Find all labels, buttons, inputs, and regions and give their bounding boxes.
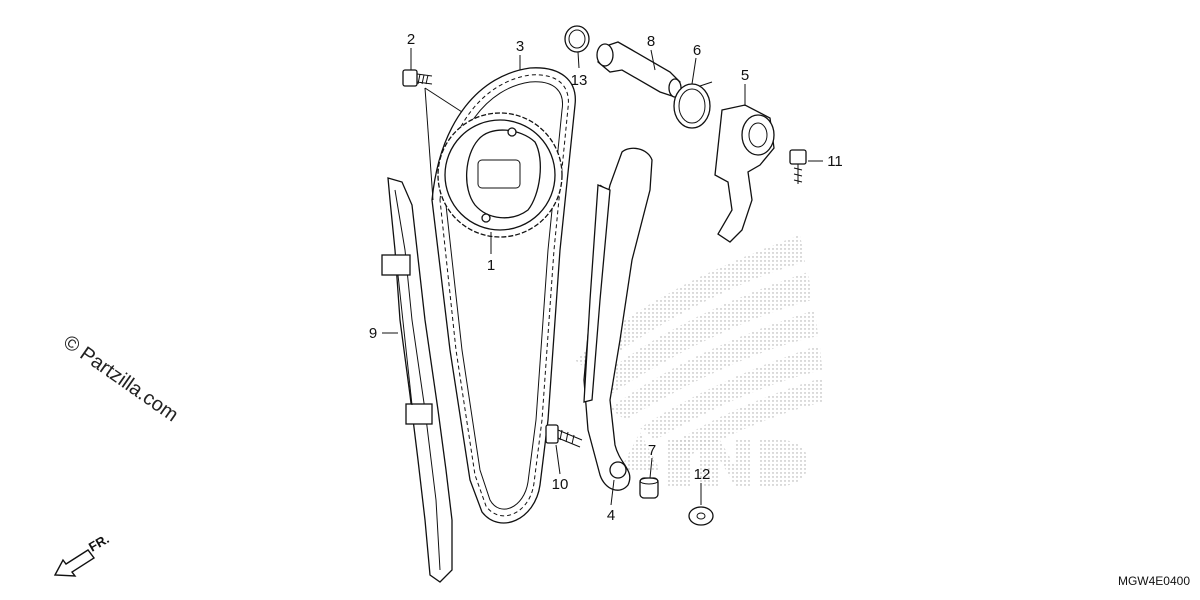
pivot-shaft-part-8 [596, 41, 682, 98]
tensioner-arm-part-4 [583, 147, 653, 491]
callout-3: 3 [516, 38, 524, 55]
partzilla-watermark: © Partzilla.com [59, 331, 182, 426]
washer-part-12 [688, 506, 714, 526]
callout-6: 6 [693, 42, 701, 59]
bolt-part-11 [789, 149, 807, 184]
front-direction-indicator: FR. [53, 531, 112, 577]
callout-2: 2 [407, 31, 415, 48]
front-label: FR. [86, 531, 112, 554]
bolt-part-2 [402, 69, 433, 87]
callout-4: 4 [607, 507, 615, 524]
chain-guide-part-9 [381, 177, 453, 583]
callout-11: 11 [827, 153, 843, 170]
collar-part-7 [639, 477, 659, 499]
tensioner-lifter-part-5 [714, 104, 775, 243]
callout-9: 9 [369, 325, 377, 342]
callout-8: 8 [647, 33, 655, 50]
bolt-part-10 [545, 424, 583, 448]
callout-1: 1 [487, 257, 495, 274]
callout-5: 5 [741, 67, 749, 84]
spring-part-6 [673, 81, 713, 129]
arrow-down-left-icon [53, 549, 96, 577]
callout-12: 12 [694, 466, 711, 483]
diagram-code: MGW4E0400 [1118, 574, 1190, 588]
leader-lines [382, 48, 823, 506]
wing-logo-icon [575, 235, 824, 486]
callout-7: 7 [648, 442, 656, 459]
callout-10: 10 [552, 476, 569, 493]
o-ring-part-13 [564, 25, 590, 53]
cam-sprocket-part-1 [437, 112, 563, 238]
callout-13: 13 [571, 72, 588, 89]
